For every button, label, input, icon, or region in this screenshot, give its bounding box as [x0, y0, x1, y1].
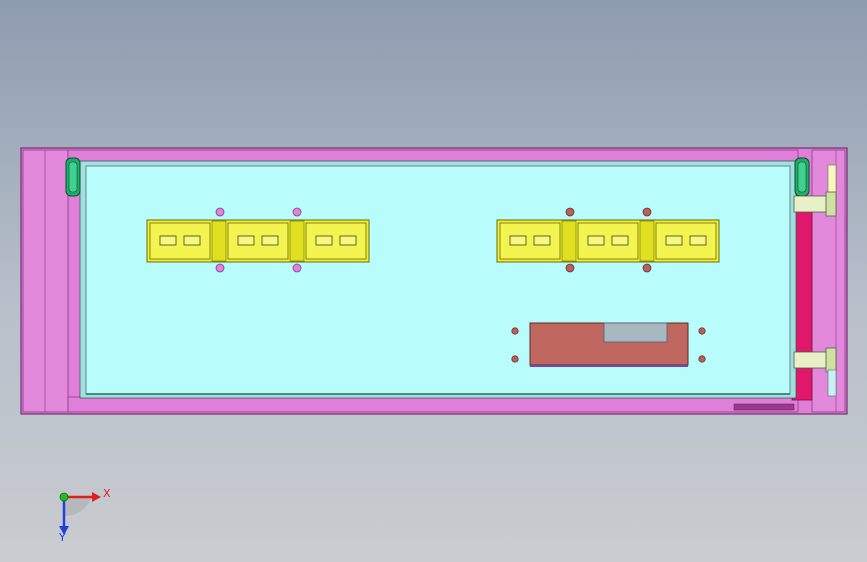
- z-axis-origin: [59, 492, 69, 502]
- mount-dots-left: [215, 207, 302, 273]
- connector-module: [149, 222, 211, 260]
- fitting-bottom: [793, 347, 837, 397]
- wheel-right: [794, 157, 810, 197]
- triad-shadow: [64, 496, 92, 517]
- connector-group-left: [146, 219, 370, 263]
- connector-module: [655, 222, 717, 260]
- x-axis-arrowhead: [92, 492, 101, 502]
- axis-triad[interactable]: X Y: [58, 487, 111, 544]
- connector-module: [305, 222, 367, 260]
- mounting-plate: [529, 322, 689, 367]
- wheel-left: [65, 157, 81, 197]
- connector-module: [499, 222, 561, 260]
- inner-panel: [79, 160, 797, 399]
- fitting-top: [793, 164, 837, 217]
- connector-module: [227, 222, 289, 260]
- connector-group-right: [496, 219, 720, 263]
- y-axis-arrowhead: [59, 526, 69, 535]
- connector-module: [577, 222, 639, 260]
- mount-dots-right: [511, 207, 706, 363]
- x-axis-label: X: [103, 487, 111, 500]
- y-axis-label: Y: [58, 531, 66, 544]
